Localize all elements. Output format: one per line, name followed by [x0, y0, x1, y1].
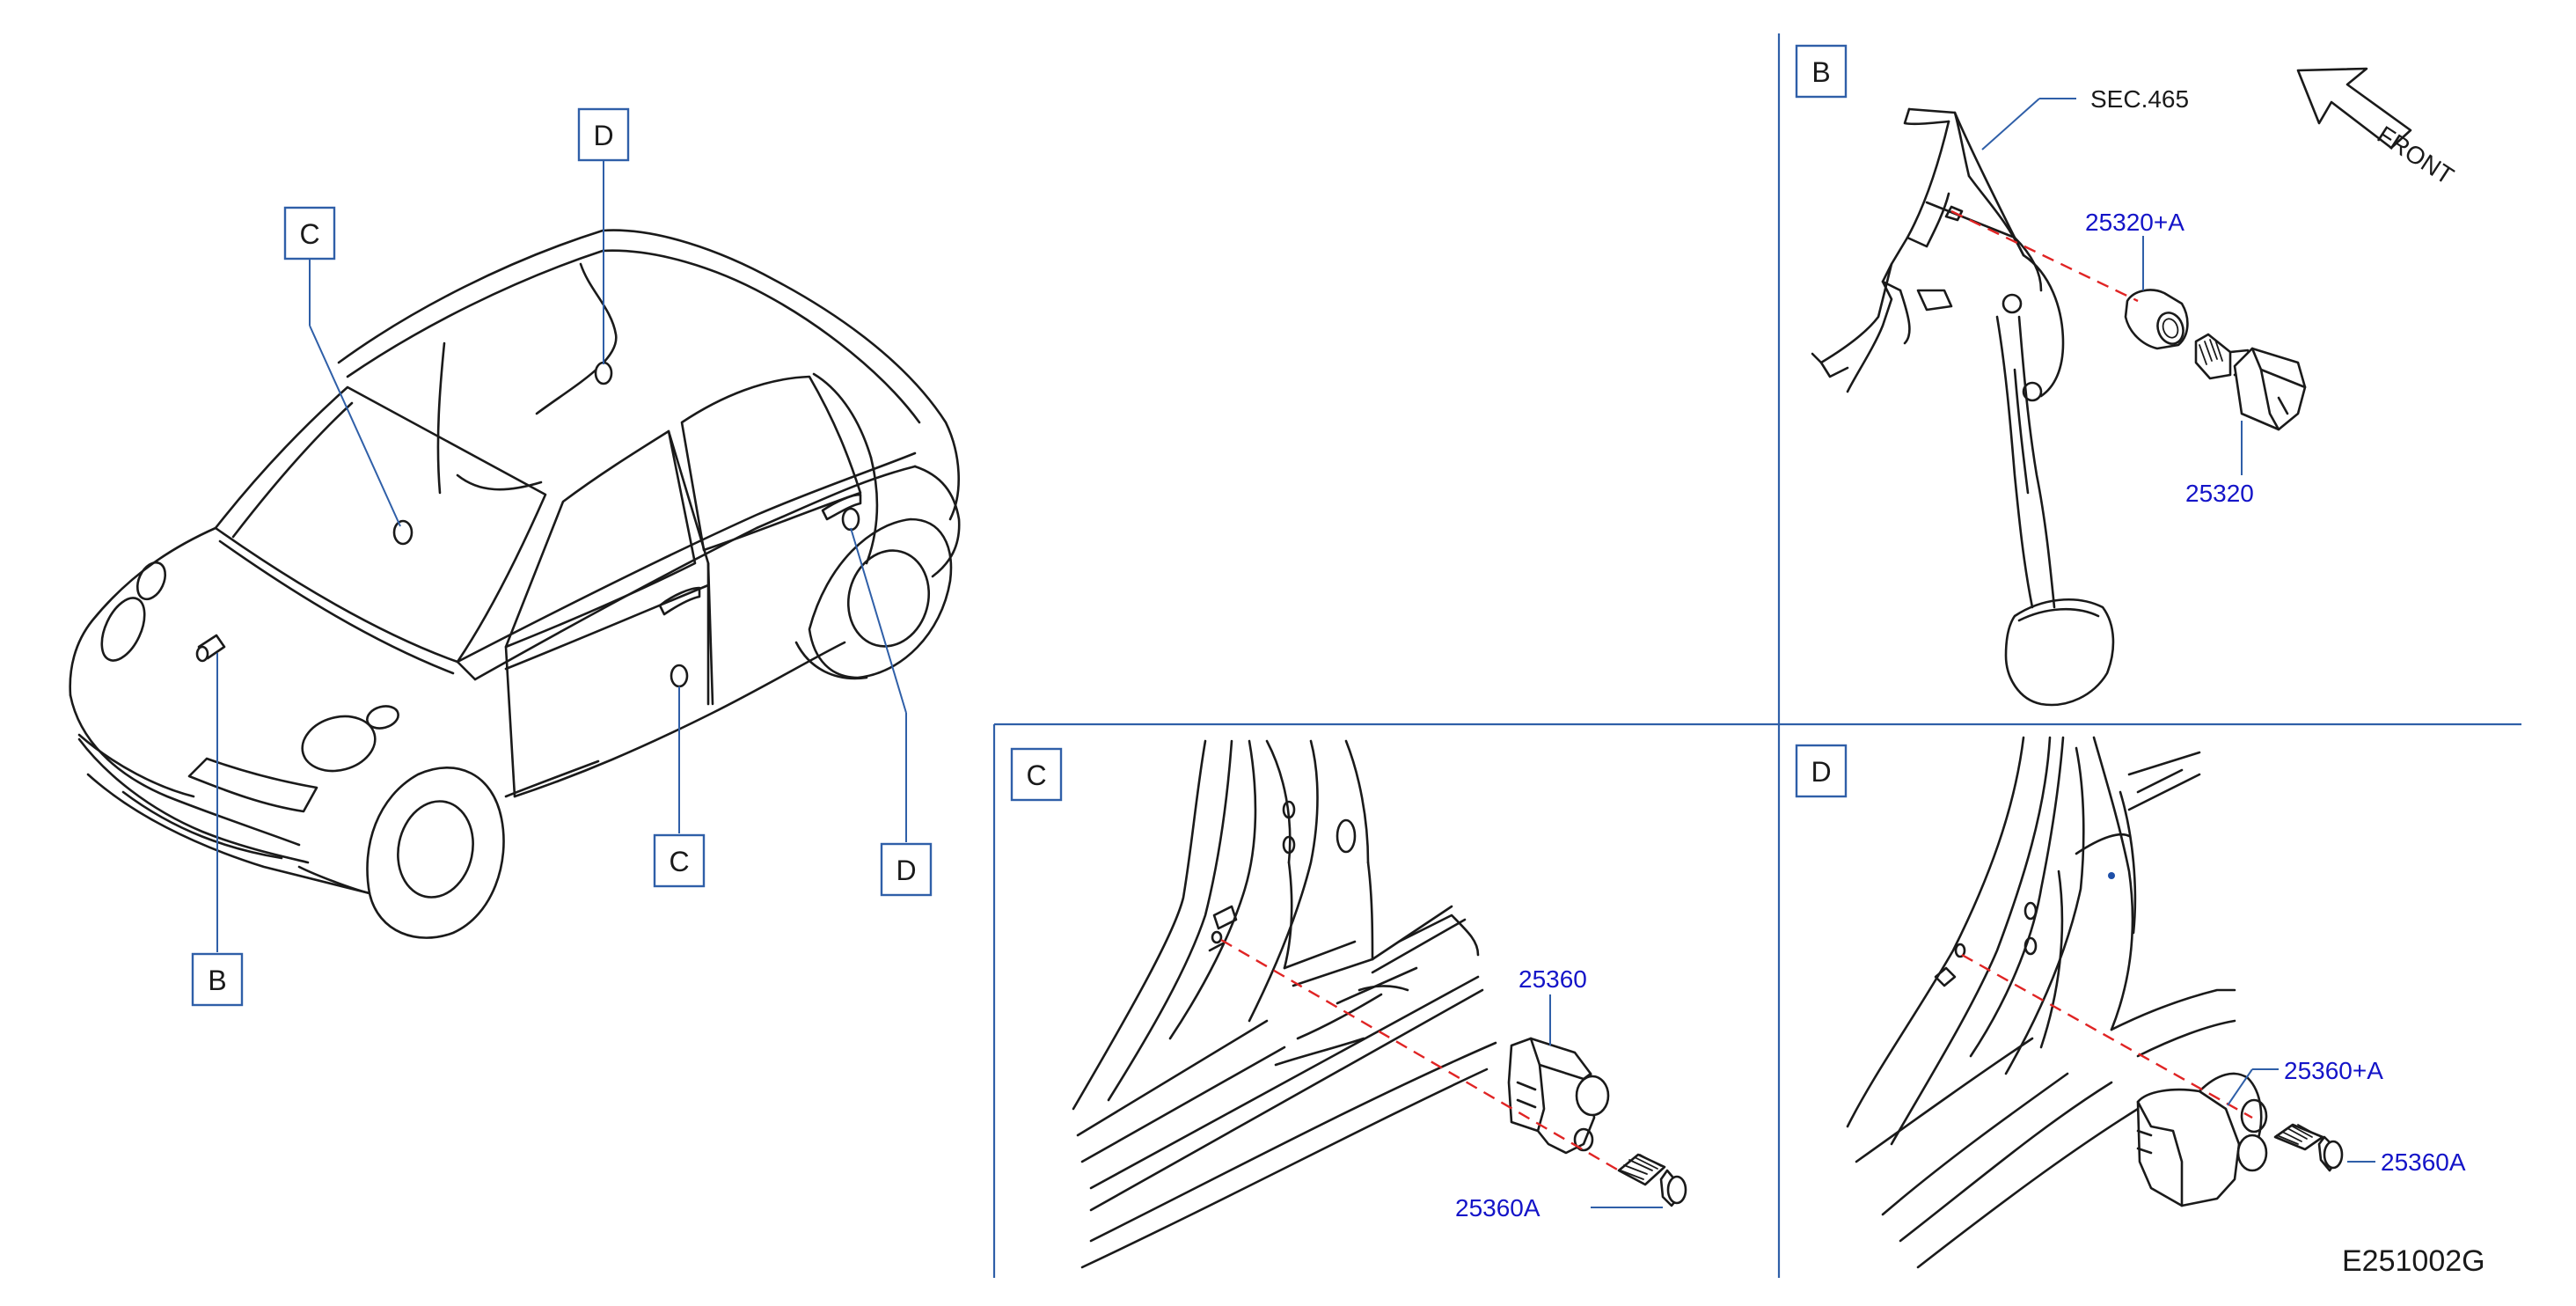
callout-d-top-label: D: [593, 120, 613, 151]
overview-leader-lines: [216, 160, 907, 952]
car-illustration: [69, 229, 961, 939]
panel-d: D: [1795, 736, 2466, 1269]
panel-dividers: [992, 33, 2521, 1278]
callout-b: B: [191, 952, 244, 1007]
callout-d-bottom-label: D: [896, 855, 916, 886]
diagram-code: E251002G: [2342, 1244, 2485, 1278]
callout-c-bottom: C: [653, 833, 706, 888]
panel-b-tag: B: [1811, 56, 1830, 88]
body-pillar-structure-c: [1072, 739, 1497, 1269]
adjuster-nut-25320a: [2124, 289, 2189, 350]
callout-b-label: B: [208, 965, 226, 996]
sec-ref-label: SEC.465: [2090, 85, 2189, 113]
reference-dot: [2108, 872, 2115, 879]
callout-c-bottom-label: C: [669, 846, 689, 877]
part-label-25320: 25320: [2185, 480, 2254, 507]
stop-lamp-switch-25320: [2194, 333, 2307, 431]
callout-c-top-label: C: [299, 218, 319, 250]
brake-pedal-bracket: [1811, 107, 2115, 707]
part-label-25360a-d: 25360A: [2381, 1148, 2466, 1176]
screw-25360a-c: [1617, 1153, 1687, 1207]
part-label-25360: 25360: [1519, 965, 1587, 993]
part-label-25360plus: 25360+A: [2284, 1057, 2383, 1084]
door-switch-25360plus: [2136, 1072, 2268, 1207]
part-label-25360a-c: 25360A: [1455, 1194, 1540, 1222]
part-label-25320a: 25320+A: [2085, 209, 2184, 236]
panel-c: C: [1010, 739, 1687, 1269]
callout-d-bottom: D: [880, 842, 933, 897]
callout-d-top: D: [577, 107, 630, 162]
screw-25360a-d: [2273, 1123, 2344, 1172]
front-label: FRONT: [2373, 121, 2459, 190]
front-arrow-icon: [2296, 67, 2412, 150]
body-pillar-structure-d: [1846, 736, 2236, 1269]
door-switch-25360: [1507, 1037, 1610, 1155]
panel-d-tag: D: [1811, 756, 1831, 788]
callout-c-top: C: [283, 206, 336, 260]
panel-b: B FRONT: [1795, 44, 2459, 707]
panel-c-tag: C: [1026, 759, 1046, 791]
